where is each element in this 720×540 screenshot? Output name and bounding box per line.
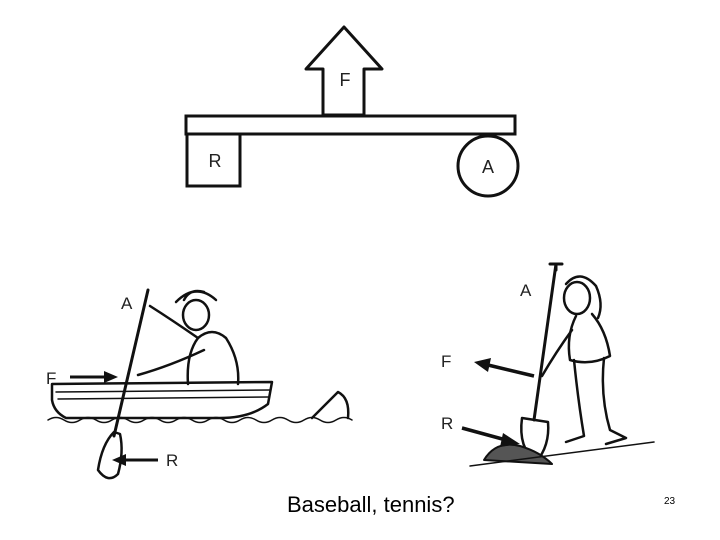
resistance-block (185, 132, 242, 188)
paddler-arm-lower (136, 348, 206, 377)
shoveler-axis-label: A (520, 281, 532, 300)
axis-label: A (482, 157, 494, 177)
force-label: F (340, 70, 351, 90)
shoveler-arm (540, 328, 574, 378)
shoveler-force-arrow (474, 358, 535, 378)
shovel-grip (548, 262, 564, 272)
water-line (47, 416, 353, 424)
shovel-handle (532, 262, 558, 422)
paddler-head (181, 298, 211, 332)
paddler-arm-upper (148, 304, 200, 340)
paddler-force-label: F (46, 369, 56, 388)
paddler-force-arrow (70, 371, 118, 383)
resistance-label: R (209, 151, 222, 171)
paddler-hat (174, 289, 218, 304)
shoveler-head (562, 280, 592, 316)
paddler-illustration (47, 288, 353, 480)
slide-caption: Baseball, tennis? (287, 492, 455, 517)
paddle-blade (96, 430, 123, 480)
paddler-resistance-arrow (112, 454, 158, 466)
force-arrow (304, 25, 384, 117)
page-number: 23 (664, 496, 676, 507)
paddle-shaft (112, 288, 150, 438)
shoveler-resistance-arrow (461, 426, 520, 447)
ground-line (469, 441, 655, 467)
canoe-stern (310, 390, 350, 420)
paddler-body (186, 330, 240, 386)
shoveler-illustration (469, 262, 655, 467)
shoveler-hair (564, 275, 602, 320)
shoveler-leg-left (564, 358, 586, 444)
lever-bar (184, 114, 517, 136)
dirt-mound (483, 443, 553, 465)
fulcrum-circle (456, 134, 520, 198)
shoveler-torso (567, 312, 612, 364)
canoe-hull (50, 380, 274, 420)
shoveler-resistance-label: R (441, 414, 453, 433)
paddler-resistance-label: R (166, 451, 178, 470)
lever-diagram: F R A (184, 25, 520, 198)
shoveler-force-label: F (441, 352, 451, 371)
paddler-axis-label: A (121, 294, 133, 313)
shoveler-leg-right (601, 356, 628, 446)
